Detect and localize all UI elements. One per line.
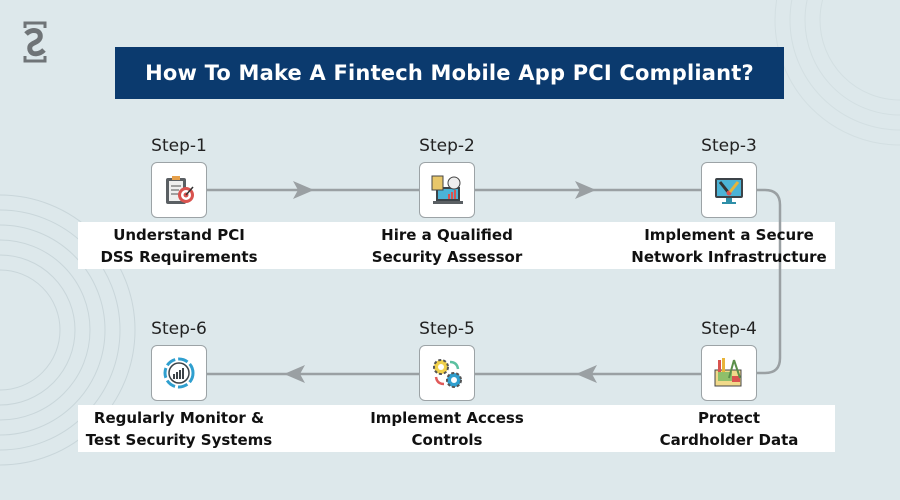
decorative-rings: [774, 0, 900, 146]
blueprint-tools-icon: [701, 345, 757, 401]
arrow-left-icon: [284, 365, 305, 383]
page-title: How To Make A Fintech Mobile App PCI Com…: [115, 47, 784, 99]
arrow-left-icon: [576, 365, 597, 383]
step-4: Step-4: [639, 319, 819, 401]
monitor-tools-icon: [701, 162, 757, 218]
decorative-rings: [0, 194, 136, 466]
step-6: Step-6: [89, 319, 269, 401]
brand-logo-icon: [23, 21, 47, 63]
clipboard-target-icon: [151, 162, 207, 218]
step-label: Step-3: [701, 136, 757, 156]
monitoring-chart-icon: [151, 345, 207, 401]
caption-band-top: [78, 222, 835, 269]
step-label: Step-4: [701, 319, 757, 339]
step-label: Step-5: [419, 319, 475, 339]
step-label: Step-1: [151, 136, 207, 156]
step-1: Step-1: [89, 136, 269, 218]
step-5: Step-5: [357, 319, 537, 401]
step-2: Step-2: [357, 136, 537, 218]
caption-band-bottom: [78, 405, 835, 452]
arrow-right-icon: [575, 181, 596, 199]
gears-cycle-icon: [419, 345, 475, 401]
step-3: Step-3: [639, 136, 819, 218]
step-label: Step-6: [151, 319, 207, 339]
step-label: Step-2: [419, 136, 475, 156]
step-6-caption: Regularly Monitor &Test Security Systems: [85, 409, 273, 449]
arrow-right-icon: [293, 181, 314, 199]
laptop-analytics-icon: [419, 162, 475, 218]
